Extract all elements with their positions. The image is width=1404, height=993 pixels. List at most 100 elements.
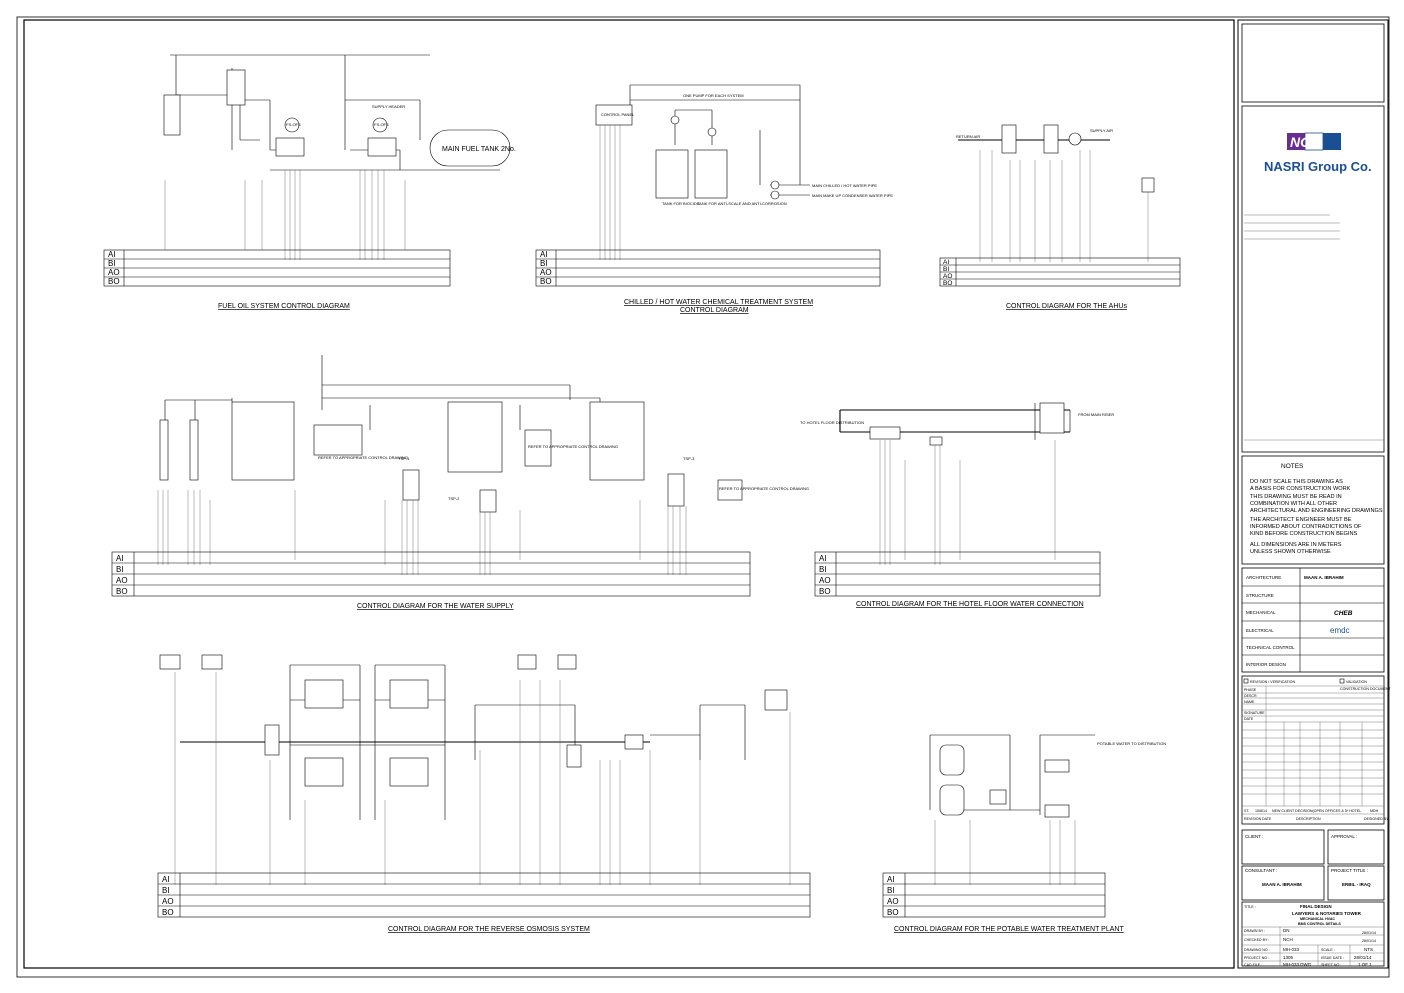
reverse-osmosis-diagram [159,654,791,885]
bus-label-bo: BO [887,908,899,917]
discipline-structure-label: STRUCTURE [1246,593,1274,598]
bus-label-bi: BI [819,565,827,574]
revision-description: NEW CLIENT DECISION(OPEN OFFICES & 5* HO… [1272,809,1361,813]
potable-water-title: CONTROL DIAGRAM FOR THE POTABLE WATER TR… [894,926,1124,933]
bus-label-ai: AI [943,259,949,266]
bus-label-bo: BO [943,280,952,287]
bus-label-bo: BO [116,587,128,596]
drawn-by-label: DRAWN BY : [1244,929,1265,933]
ahu-title: CONTROL DIAGRAM FOR THE AHUs [1006,303,1127,310]
discipline-electrical-label: ELECTRICAL [1246,628,1274,633]
company-logo: NGC [1290,134,1322,150]
bus-label-bi: BI [116,565,124,574]
outer-frame [16,16,1390,978]
checked-by-value: NCH [1283,937,1293,942]
bus-label-bi: BI [943,266,949,273]
pipe-2-label: MAIN MAKE UP CONDENSER WATER PIPE [812,193,893,198]
to-hotel-floor-label: TO HOTEL FLOOR DISTRIBUTION [800,420,864,425]
bus-label-ao: AO [108,268,120,277]
construction-doc-label: CONSTRUCTION DOCUMENT [1340,687,1392,691]
pump-note-label: ONE PUMP FOR EACH SYSTEM [683,93,744,98]
drawing-frame [23,19,1235,969]
consultant-value: MAAN A. IBRAHIM [1262,882,1302,887]
revision-checkbox-2: VALIDATION [1346,680,1367,684]
project-no-value: 1305 [1283,955,1294,960]
fuel-tank-label: MAIN FUEL TANK 2No. [442,146,516,153]
tsp-3-tag: TSP-3 [683,456,695,461]
revision-row-5: DATE [1244,717,1254,721]
notes-heading: NOTES [1281,463,1304,470]
scale-value: NTS [1364,947,1373,952]
hotel-floor-title: CONTROL DIAGRAM FOR THE HOTEL FLOOR WATE… [856,601,1084,608]
drawn-by-value: DN [1283,928,1290,933]
note-line-10: UNLESS SHOWN OTHERWISE [1250,549,1331,555]
bus-label-ai: AI [108,250,116,259]
ahu-diagram: RETURN AIR SUPPLY AIR [956,124,1155,262]
revision-no: ST. [1244,809,1249,813]
title-block: NGC NASRI Group Co. NOTES DO NOT SCALE T… [1237,19,1392,969]
discipline-architecture-value: MAAN A. IBRAHIM [1304,575,1344,580]
consultant-label: CONSULTANT : [1245,868,1277,873]
refer-3-label: REFER TO APPROPRIATE CONTROL DRAWING [719,486,809,491]
issue-date-value: 28/01/14 [1354,955,1372,960]
drawn-date: 28/01/14 [1362,931,1376,935]
refer-2-label: REFER TO APPROPRIATE CONTROL DRAWING [528,444,618,449]
revision-row-1: PHASE [1244,688,1257,692]
bus-label-ai: AI [819,554,827,563]
fuel-oil-title: FUEL OIL SYSTEM CONTROL DIAGRAM [218,303,350,310]
bus-label-ai: AI [116,554,124,563]
discipline-interior-label: INTERIOR DESIGN [1246,662,1286,667]
sheet-no-label: SHEET NO : [1321,963,1341,967]
tsp-1-tag: TSP-1 [398,456,410,461]
revision-footer-3: DESCRIPTION [1296,817,1321,821]
note-line-7: INFORMED ABOUT CONTRADICTIONS OF [1250,524,1362,530]
discipline-mechanical-label: MECHANICAL [1246,610,1276,615]
checked-date: 28/01/14 [1362,939,1376,943]
control-panel-label: CONTROL PANEL [601,112,635,117]
fuel-pump-a-tag: FS-OFS [286,122,301,127]
sheet-title-label: TITLE : [1244,905,1256,909]
bus-label-bo: BO [162,908,174,917]
potable-water-bus: AI BI AO BO [882,872,1106,918]
hotel-floor-bus: AI BI AO BO [814,551,1101,597]
bus-label-bi: BI [162,886,170,895]
revision-row-3: NAME [1244,700,1255,704]
checked-by-label: CHECKED BY : [1244,938,1269,942]
sheet-title-3: MECHANICAL HVAC [1300,917,1335,921]
return-air-label: RETURN AIR [956,134,980,139]
revision-row-2: DESCR [1244,694,1257,698]
note-line-3: THIS DRAWING MUST BE READ IN [1250,494,1342,500]
drawing-no-value: MH-033 [1283,947,1300,952]
bus-label-ai: AI [162,875,170,884]
note-line-2: A BASIS FOR CONSTRUCTION WORK [1250,486,1351,492]
anticorrosion-tank-label: TANK FOR ANTI-SCALE AND ANTI-CORROSION [697,201,787,206]
bus-label-ai: AI [887,875,895,884]
bus-label-ao: AO [943,273,952,280]
revision-footer-4: DESIGNED BY [1364,817,1389,821]
client-label: CLIENT : [1245,834,1263,839]
project-title-label: PROJECT TITLE : [1331,868,1368,873]
bus-label-ao: AO [116,576,128,585]
chilled-water-bus: AI BI AO BO [535,249,881,287]
bus-label-bi: BI [887,886,895,895]
cad-file-label: CAD FILE : [1244,963,1262,967]
note-line-9: ALL DIMENSIONS ARE IN METERS [1250,542,1342,548]
bus-label-ao: AO [162,897,174,906]
tsp-2-tag: TSP-2 [448,496,460,501]
bus-label-ao: AO [887,897,899,906]
note-line-5: ARCHITECTURAL AND ENGINEERING DRAWINGS [1250,508,1383,514]
bus-label-ai: AI [540,250,548,259]
biocide-tank-label: TANK FOR BIOCIDE [662,201,700,206]
revision-footer-1: REVISION [1244,817,1262,821]
sheet-no-value: 1 OF 1 [1358,962,1372,967]
sheet-title-2: LAWYERS & NOTARIES TOWER [1292,911,1362,916]
note-line-1: DO NOT SCALE THIS DRAWING AS [1250,479,1343,485]
sheet-title-1: FINAL DESIGN [1300,904,1332,909]
note-line-8: KIND BEFORE CONSTRUCTION BEGINS [1250,531,1357,537]
project-title-value: ERBIL - IRAQ [1342,882,1371,887]
water-supply-bus: AI BI AO BO [111,551,751,597]
supply-header-label: SUPPLY HEADER [372,104,405,109]
scale-label: SCALE : [1321,948,1335,952]
drawing-no-label: DRAWING NO : [1244,948,1270,952]
